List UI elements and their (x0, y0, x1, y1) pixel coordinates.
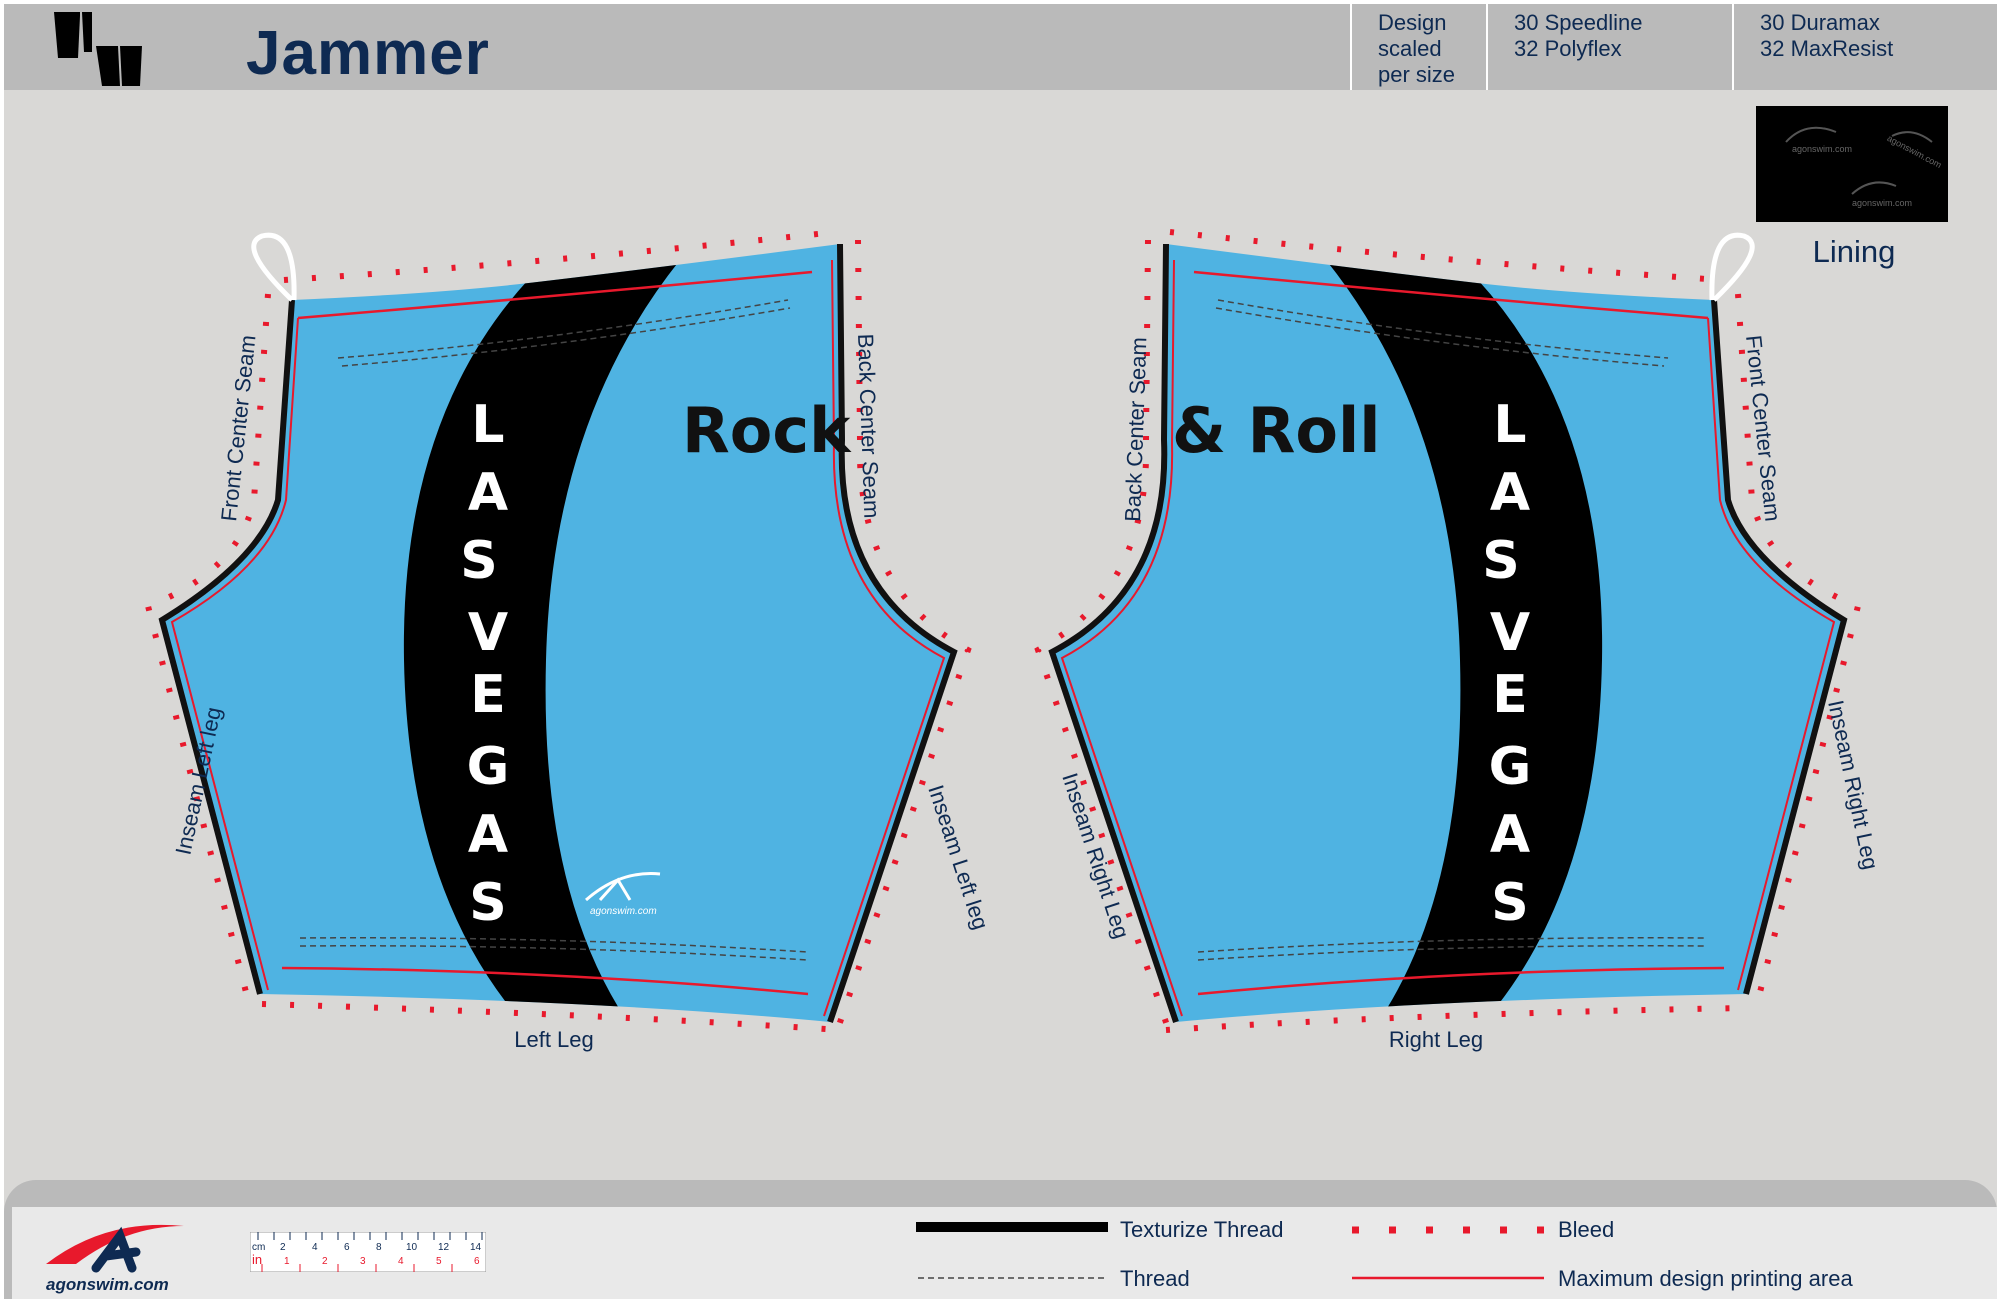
header-bar: Jammer Design scaled per size 30 Speedli… (4, 4, 1997, 90)
legend-thread-swatches (916, 1222, 1108, 1279)
right-leg-roll-text: & Roll (1172, 394, 1381, 467)
thread-label: Thread (1120, 1266, 1190, 1291)
right-leg-stripe (1326, 260, 1603, 1010)
fabric-option: 32 MaxResist (1760, 36, 1894, 61)
watermark-text: agonswim.com (1792, 144, 1852, 154)
ruler-in-mark: 1 (284, 1256, 290, 1267)
fabric-option: 32 Polyflex (1514, 36, 1622, 61)
right-bottom-thread (1197, 937, 1707, 953)
left-leg-fabric (162, 244, 954, 1022)
ruler-in-ticks (261, 1264, 453, 1272)
right-back-seam-label: Back Center Seam (1120, 337, 1151, 522)
ruler-in-mark: 5 (436, 1256, 442, 1267)
lining-swatch: agonswim.com agonswim.com agonswim.com (1756, 106, 1948, 222)
right-back-print-limit (1060, 259, 1183, 1017)
right-leg-label: Right Leg (1389, 1027, 1483, 1052)
left-leg-agon-logo: agonswim.com (585, 872, 661, 917)
ruler-in-mark: 6 (474, 1256, 480, 1267)
bleed-label: Bleed (1558, 1217, 1615, 1242)
ruler-body (250, 1232, 486, 1272)
right-inseam-outer-label: Inseam Right Leg (1823, 698, 1883, 872)
ruler-cm-mark: 2 (280, 1242, 286, 1253)
jammer-shorts-icon (54, 12, 142, 86)
measure-ruler: cm 2 4 6 8 10 12 14 in 1 2 3 4 5 6 (250, 1232, 486, 1272)
left-top-print-limit (297, 270, 813, 320)
right-top-thread (1217, 299, 1669, 359)
texturize-thread-label: Texturize Thread (1120, 1217, 1284, 1242)
left-bottom-thread (299, 945, 809, 961)
left-top-thread (341, 307, 791, 367)
left-inseam-inner-label: Inseam Left leg (923, 782, 993, 933)
design-note-line: scaled (1378, 36, 1442, 61)
logo-swoosh-red (46, 1224, 184, 1264)
page-title: Jammer (246, 19, 490, 88)
ruler-cm-mark: 10 (406, 1242, 418, 1253)
right-front-print-limit (1707, 317, 1836, 991)
left-bottom-thread (299, 937, 809, 953)
lining-label: Lining (1812, 234, 1896, 269)
agonswim-logo: agonswim.com (46, 1224, 184, 1294)
logo-text: agonswim.com (590, 906, 657, 917)
ruler-cm-mark: 6 (344, 1242, 350, 1253)
left-back-texturize-thread (827, 243, 958, 1023)
right-front-seam-label: Front Center Seam (1741, 334, 1785, 523)
ruler-cm-label: cm (252, 1242, 265, 1253)
ruler-cm-mark: 4 (312, 1242, 318, 1253)
ruler-cm-ticks (257, 1232, 483, 1240)
watermark-text: agonswim.com (1852, 198, 1912, 208)
left-bottom-print-limit (281, 966, 809, 996)
lining-watermark: agonswim.com agonswim.com agonswim.com (1785, 126, 1943, 208)
left-leg-rock-text: Rock (682, 394, 852, 467)
left-front-texturize-thread (158, 299, 295, 995)
left-leg-label: Left Leg (514, 1027, 594, 1052)
right-front-texturize-thread (1711, 299, 1848, 995)
design-note-line: Design (1378, 10, 1447, 35)
left-back-print-limit (823, 259, 946, 1017)
fabric-option: 30 Speedline (1514, 10, 1643, 35)
right-bottom-thread (1197, 945, 1707, 961)
left-top-thread (337, 299, 789, 359)
ruler-cm-mark: 12 (438, 1242, 450, 1253)
ruler-in-label: in (252, 1252, 262, 1267)
design-note-line: per size (1378, 62, 1456, 87)
left-leg-stripe (403, 260, 680, 1010)
right-hanger-loop (1709, 232, 1755, 302)
fabric-option: 30 Duramax (1760, 10, 1880, 35)
right-top-print-limit (1193, 270, 1709, 320)
fabric-group-1: 30 Speedline 32 Polyflex (1486, 4, 1732, 90)
logo-text: agonswim.com (46, 1275, 169, 1294)
right-leg-fabric (1052, 244, 1844, 1022)
right-bottom-print-limit (1197, 966, 1725, 996)
left-front-seam-label: Front Center Seam (216, 334, 260, 523)
left-hanger-loop (251, 232, 297, 302)
max-print-area-label: Maximum design printing area (1558, 1266, 1853, 1291)
ruler-in-mark: 3 (360, 1256, 366, 1267)
legend-bleed-swatches (1352, 1226, 1544, 1280)
texturize-thread-swatch (916, 1222, 1108, 1232)
ruler-in-mark: 2 (322, 1256, 328, 1267)
left-front-print-limit (170, 317, 299, 991)
logo-a-mark (91, 1226, 141, 1273)
right-top-thread (1215, 307, 1665, 367)
ruler-cm-mark: 8 (376, 1242, 382, 1253)
left-back-seam-label: Back Center Seam (853, 333, 884, 518)
ruler-cm-mark: 14 (470, 1242, 482, 1253)
ruler-in-mark: 4 (398, 1256, 404, 1267)
right-back-texturize-thread (1048, 243, 1179, 1023)
design-note: Design scaled per size (1350, 4, 1486, 90)
fabric-group-2: 30 Duramax 32 MaxResist (1732, 4, 1997, 90)
